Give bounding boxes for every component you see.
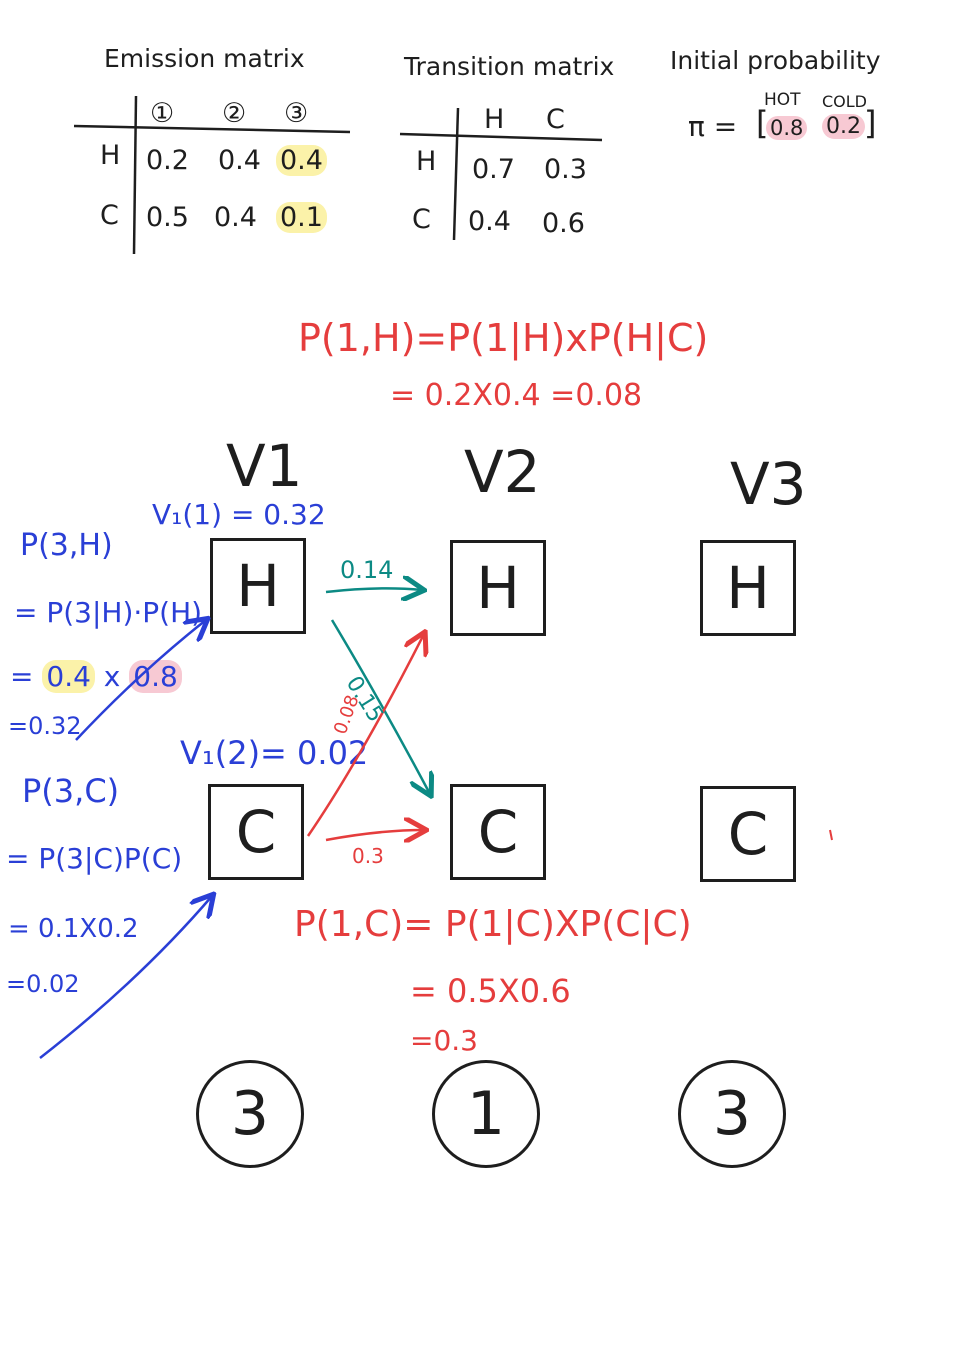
transition-col-h: H xyxy=(484,104,505,135)
state-box-v2-hot: H xyxy=(450,540,546,636)
left-cold-line3: = 0.1X0.2 xyxy=(8,914,139,944)
state-box-v2-cold: C xyxy=(450,784,546,880)
column-label-v1: V1 xyxy=(226,432,303,500)
state-box-v1-cold: C xyxy=(208,784,304,880)
initial-hot-value: 0.8 xyxy=(766,116,808,140)
transition-col-c: C xyxy=(546,104,565,135)
initial-close-bracket: ] xyxy=(864,104,877,142)
emission-h-2: 0.4 xyxy=(218,145,261,176)
emission-col-2: ② xyxy=(222,98,247,129)
bottom-equation-line1: P(1,C)= P(1|C)XP(C|C) xyxy=(294,904,692,945)
emission-h-3: 0.4 xyxy=(276,145,327,176)
edge-hot-to-cold xyxy=(330,619,430,794)
initial-open-bracket: [ xyxy=(756,104,769,142)
transition-row-c-label: C xyxy=(412,204,431,235)
emission-c-3: 0.1 xyxy=(276,202,327,233)
left-cold-line2: = P(3|C)P(C) xyxy=(6,842,183,875)
column-label-v3: V3 xyxy=(730,450,807,518)
state-box-v3-cold: C xyxy=(700,786,796,882)
edge-label-hot-to-hot: 0.14 xyxy=(340,556,394,584)
initial-cold-label: COLD xyxy=(822,92,867,111)
transition-ch: 0.4 xyxy=(468,206,511,237)
emission-row-c-label: C xyxy=(100,200,119,231)
stray-mark xyxy=(829,829,833,841)
column-label-v2: V2 xyxy=(464,438,541,506)
emission-col-3: ③ xyxy=(284,98,309,129)
initial-pi-label: π = xyxy=(688,110,738,143)
initial-cold-value: 0.2 xyxy=(822,114,865,139)
observation-circle-3: 3 xyxy=(678,1060,786,1168)
left-cold-line1: P(3,C) xyxy=(22,772,120,810)
initial-title: Initial probability xyxy=(670,46,881,75)
top-equation-line2: = 0.2X0.4 =0.08 xyxy=(390,378,643,413)
edge-label-cold-to-cold: 0.3 xyxy=(352,844,384,868)
transition-hc: 0.3 xyxy=(544,154,587,185)
state-box-v1-hot: H xyxy=(210,538,306,634)
left-cold-line4: =0.02 xyxy=(6,970,80,998)
transition-title: Transition matrix xyxy=(404,52,615,81)
state-box-v3-hot: H xyxy=(700,540,796,636)
transition-horizontal-rule xyxy=(399,132,603,142)
observation-circle-1: 3 xyxy=(196,1060,304,1168)
left-hot-line4: =0.32 xyxy=(8,712,82,740)
bottom-equation-line3: =0.3 xyxy=(410,1024,478,1057)
transition-row-h-label: H xyxy=(416,146,437,177)
transition-cc: 0.6 xyxy=(542,208,585,239)
emission-c-1: 0.5 xyxy=(146,202,189,233)
emission-h-1: 0.2 xyxy=(146,145,189,176)
edge-cold-to-cold xyxy=(325,830,424,840)
left-hot-line2: = P(3|H)·P(H) xyxy=(14,596,203,629)
v1-cold-value: V₁(2)= 0.02 xyxy=(180,734,369,772)
transition-vertical-rule xyxy=(452,107,460,241)
edge-cold-to-hot xyxy=(306,634,424,837)
transition-hh: 0.7 xyxy=(472,154,515,185)
emission-col-1: ① xyxy=(150,98,175,129)
edge-hot-to-hot xyxy=(325,588,422,592)
bottom-equation-line2: = 0.5X0.6 xyxy=(410,972,571,1010)
arrow-init-to-cold xyxy=(39,896,212,1059)
v1-hot-value: V₁(1) = 0.32 xyxy=(152,498,326,531)
left-hot-line1: P(3,H) xyxy=(20,528,113,563)
emission-c-2: 0.4 xyxy=(214,202,257,233)
initial-hot-label: HOT xyxy=(764,90,801,110)
arrow-init-to-hot xyxy=(75,620,206,741)
emission-row-h-label: H xyxy=(100,140,121,171)
emission-title: Emission matrix xyxy=(104,44,305,73)
emission-horizontal-rule xyxy=(73,124,351,134)
emission-vertical-rule xyxy=(132,95,138,255)
left-hot-line3: = 0.4 x 0.8 xyxy=(10,660,182,693)
observation-circle-2: 1 xyxy=(432,1060,540,1168)
top-equation-line1: P(1,H)=P(1|H)xP(H|C) xyxy=(298,316,709,360)
